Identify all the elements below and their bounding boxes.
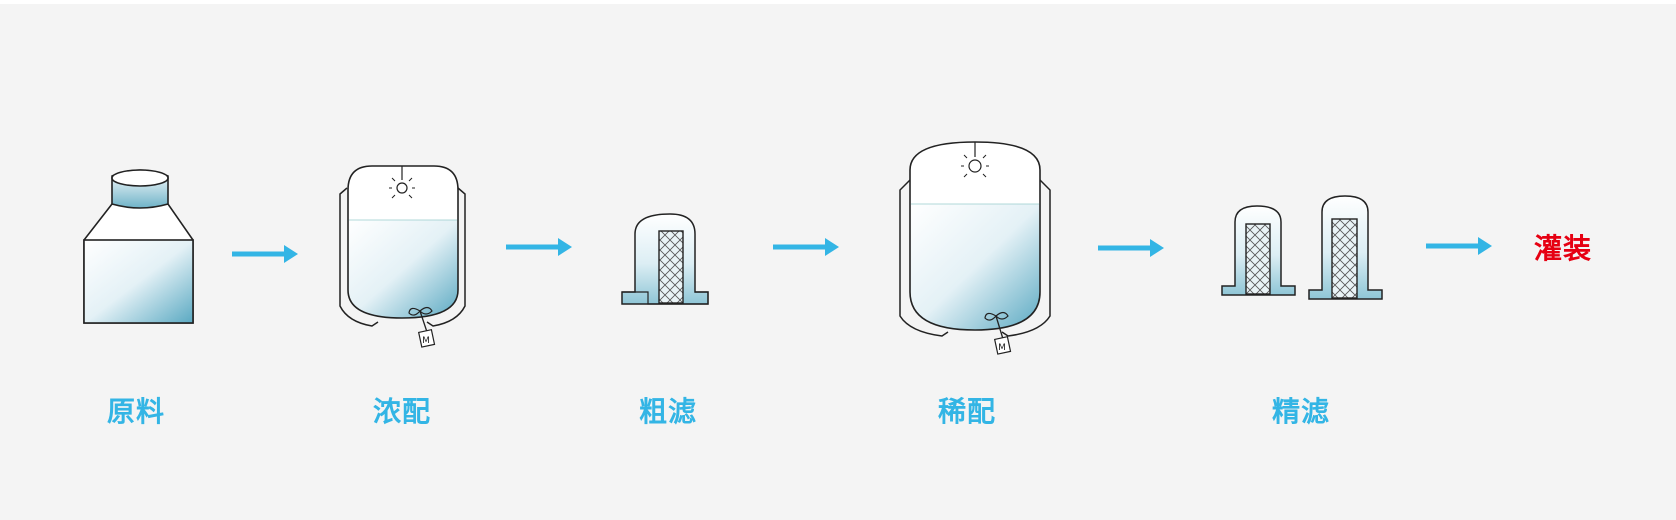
step-label-coarse-filtration: 粗滤 <box>639 395 698 428</box>
coarse-filter-icon <box>621 213 709 305</box>
flow-arrow <box>232 245 298 263</box>
flow-arrow <box>506 238 572 256</box>
concentrated-mixing-tank-icon: M <box>339 165 466 348</box>
motor-label: M <box>998 343 1006 353</box>
step-label-filling: 灌装 <box>1534 232 1593 265</box>
raw-material-bottle-icon <box>83 169 194 324</box>
step-label-dilution-mixing: 稀配 <box>938 395 997 428</box>
flow-arrow <box>773 238 839 256</box>
dilution-mixing-tank-icon: M <box>899 141 1051 355</box>
process-flow-panel <box>0 4 1676 520</box>
motor-label: M <box>422 336 430 346</box>
step-label-raw-material: 原料 <box>107 395 166 428</box>
step-label-fine-filtration: 精滤 <box>1272 395 1331 428</box>
step-label-concentrated-mixing: 浓配 <box>373 395 432 428</box>
flow-arrow <box>1426 237 1492 255</box>
flow-arrow <box>1098 239 1164 257</box>
fine-filter-icon <box>1221 195 1383 300</box>
